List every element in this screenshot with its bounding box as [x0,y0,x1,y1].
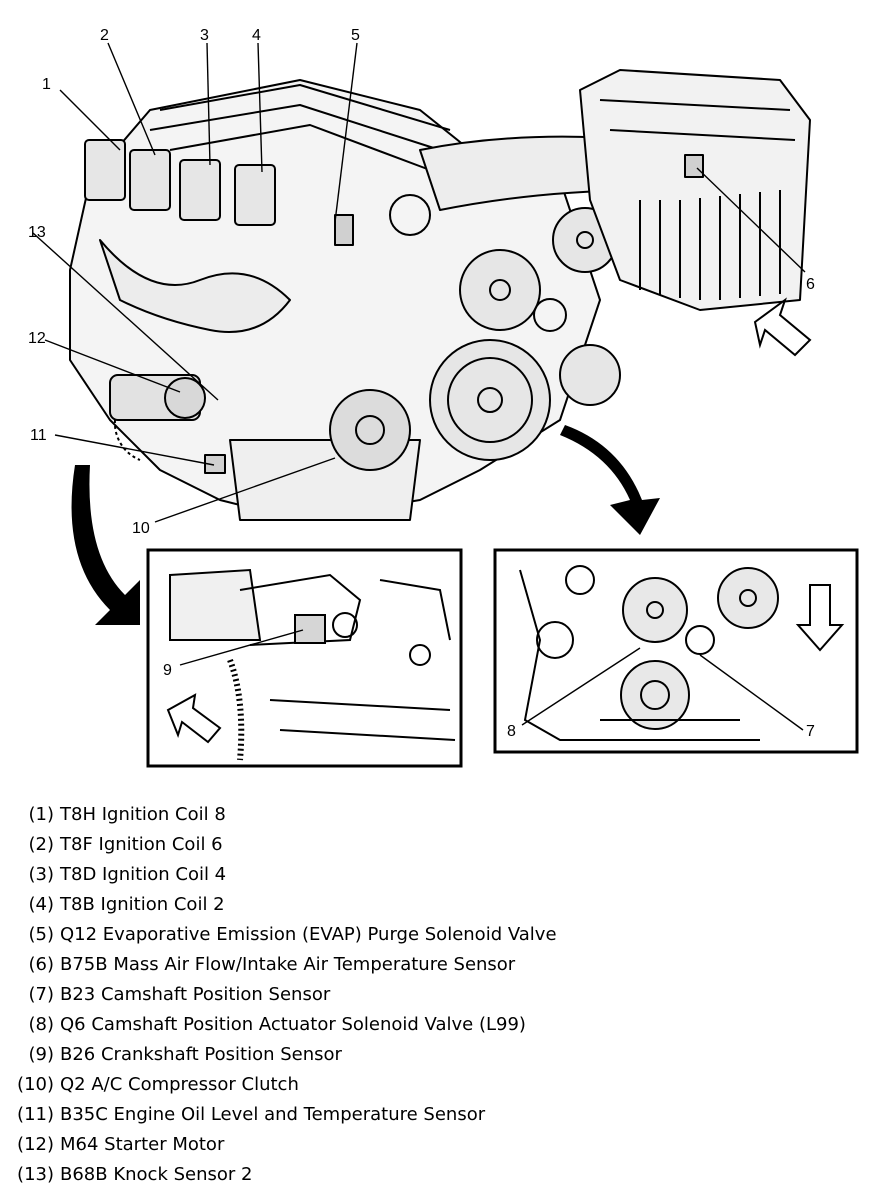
legend-text: Q2 A/C Compressor Clutch [60,1074,299,1095]
legend-item: (7)B23 Camshaft Position Sensor [0,980,877,1010]
detail-orientation-arrow-icon [166,693,222,744]
legend-item: (10) Q2 A/C Compressor Clutch [0,1070,877,1100]
callout-4: 4 [252,27,261,44]
legend-number: (4) [28,894,55,915]
callout-7: 7 [806,723,815,740]
legend-number: (1) [28,804,55,825]
legend-text: Q12 Evaporative Emission (EVAP) Purge So… [60,924,557,945]
engine-component-diagram: 1 2 3 4 5 6 7 8 9 10 11 12 13 [28,27,859,768]
legend-item: (8)Q6 Camshaft Position Actuator Solenoi… [0,1010,877,1040]
legend-item: (12) M64 Starter Motor [0,1130,877,1160]
legend-number: (5) [28,924,55,945]
callout-11: 11 [30,427,47,444]
legend-text: B35C Engine Oil Level and Temperature Se… [60,1104,486,1125]
legend-item: (6)B75B Mass Air Flow/Intake Air Tempera… [0,950,877,980]
legend-text: T8D Ignition Coil 4 [60,864,227,885]
legend-number: (7) [28,984,55,1005]
legend-item: (11) B35C Engine Oil Level and Temperatur… [0,1100,877,1130]
callout-2: 2 [100,27,109,44]
legend-text: T8F Ignition Coil 6 [60,834,223,855]
callout-6: 6 [806,276,815,293]
legend-text: B23 Camshaft Position Sensor [60,984,331,1005]
legend-number: (13) [17,1164,54,1185]
callout-8: 8 [507,723,516,740]
legend-number: (6) [28,954,55,975]
callout-1: 1 [42,76,51,93]
legend-item: (5)Q12 Evaporative Emission (EVAP) Purge… [0,920,877,950]
legend-text: M64 Starter Motor [60,1134,225,1155]
legend-item: (9)B26 Crankshaft Position Sensor [0,1040,877,1070]
detail-view-crankshaft [146,548,463,768]
curved-arrow-right-icon [560,425,660,535]
legend-item: (4)T8B Ignition Coil 2 [0,890,877,920]
callout-9: 9 [163,662,172,679]
detail-down-arrow-icon [795,584,845,652]
legend-number: (3) [28,864,55,885]
orientation-arrow-icon [753,297,812,357]
callout-10: 10 [132,520,150,537]
legend-text: B26 Crankshaft Position Sensor [60,1044,342,1065]
legend-number: (8) [28,1014,55,1035]
legend-text: T8B Ignition Coil 2 [60,894,225,915]
legend-number: (12) [17,1134,54,1155]
legend-number: (11) [17,1104,54,1125]
callout-3: 3 [200,27,209,44]
engine-illustration [69,69,811,521]
component-legend: (1)T8H Ignition Coil 8 (2)T8F Ignition C… [0,800,877,1190]
legend-number: (9) [28,1044,55,1065]
legend-item: (1)T8H Ignition Coil 8 [0,800,877,830]
legend-text: T8H Ignition Coil 8 [60,804,226,825]
callout-12: 12 [28,330,46,347]
leader-lines [32,42,806,731]
callout-13: 13 [28,224,46,241]
callout-5: 5 [351,27,360,44]
curved-arrow-left-icon [71,465,140,625]
detail-view-camshaft [493,548,859,754]
legend-item: (13) B68B Knock Sensor 2 [0,1160,877,1190]
legend-item: (3)T8D Ignition Coil 4 [0,860,877,890]
legend-text: Q6 Camshaft Position Actuator Solenoid V… [60,1014,526,1035]
legend-text: B75B Mass Air Flow/Intake Air Temperatur… [60,954,516,975]
legend-text: B68B Knock Sensor 2 [60,1164,253,1185]
legend-item: (2)T8F Ignition Coil 6 [0,830,877,860]
legend-number: (10) [17,1074,54,1095]
legend-number: (2) [28,834,55,855]
